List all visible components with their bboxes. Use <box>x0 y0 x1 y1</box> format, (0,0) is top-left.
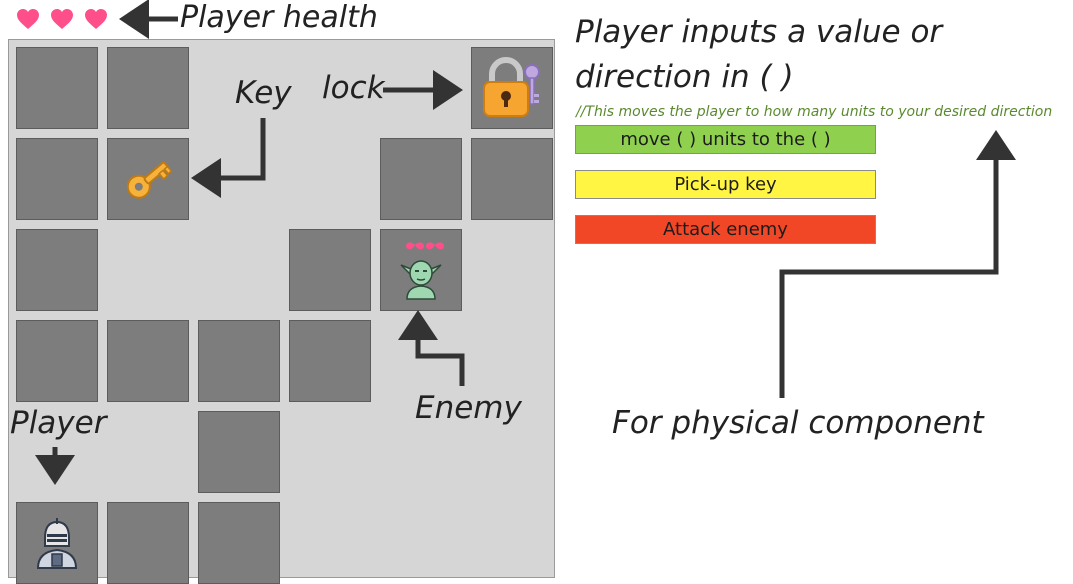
enemy-label: Enemy <box>415 390 522 426</box>
board-tile <box>107 47 189 129</box>
padlock-icon <box>471 47 553 129</box>
board-tile <box>198 502 280 584</box>
board-tile <box>198 320 280 402</box>
board-tile <box>289 320 371 402</box>
player-health-label: Player health <box>180 0 378 35</box>
move-command-comment: //This moves the player to how many unit… <box>576 104 1053 120</box>
board-tile <box>16 138 98 220</box>
key-arrow <box>191 118 266 198</box>
heart-icon <box>17 9 39 29</box>
pick-up-key-label: Pick-up key <box>674 174 777 195</box>
board-tile <box>289 229 371 311</box>
board-tile <box>16 320 98 402</box>
board-tile <box>198 411 280 493</box>
key-icon <box>107 138 189 220</box>
board-tile <box>107 502 189 584</box>
key-label: Key <box>235 75 292 111</box>
heart-icon <box>85 9 107 29</box>
lock-label: lock <box>322 70 385 106</box>
attack-enemy-button[interactable]: Attack enemy <box>575 215 876 244</box>
attack-enemy-label: Attack enemy <box>663 219 788 240</box>
enemy-arrow <box>398 310 465 386</box>
heart-icon <box>51 9 73 29</box>
instructions-title-line1: Player inputs a value or <box>575 14 943 50</box>
knight-icon <box>16 502 98 584</box>
goblin-icon <box>380 229 462 311</box>
pick-up-key-button[interactable]: Pick-up key <box>575 170 876 199</box>
board-tile <box>380 138 462 220</box>
board-tile <box>471 138 553 220</box>
physical-arrow <box>779 130 1016 398</box>
instructions-title-line2: direction in ( ) <box>575 59 794 95</box>
move-command-button[interactable]: move ( ) units to the ( ) <box>575 125 876 154</box>
physical-component-label: For physical component <box>612 405 984 441</box>
move-command-label: move ( ) units to the ( ) <box>620 129 831 150</box>
board-tile <box>16 229 98 311</box>
board-tile <box>16 47 98 129</box>
player-label: Player <box>10 405 107 441</box>
game-board <box>8 39 555 584</box>
board-tile <box>107 320 189 402</box>
